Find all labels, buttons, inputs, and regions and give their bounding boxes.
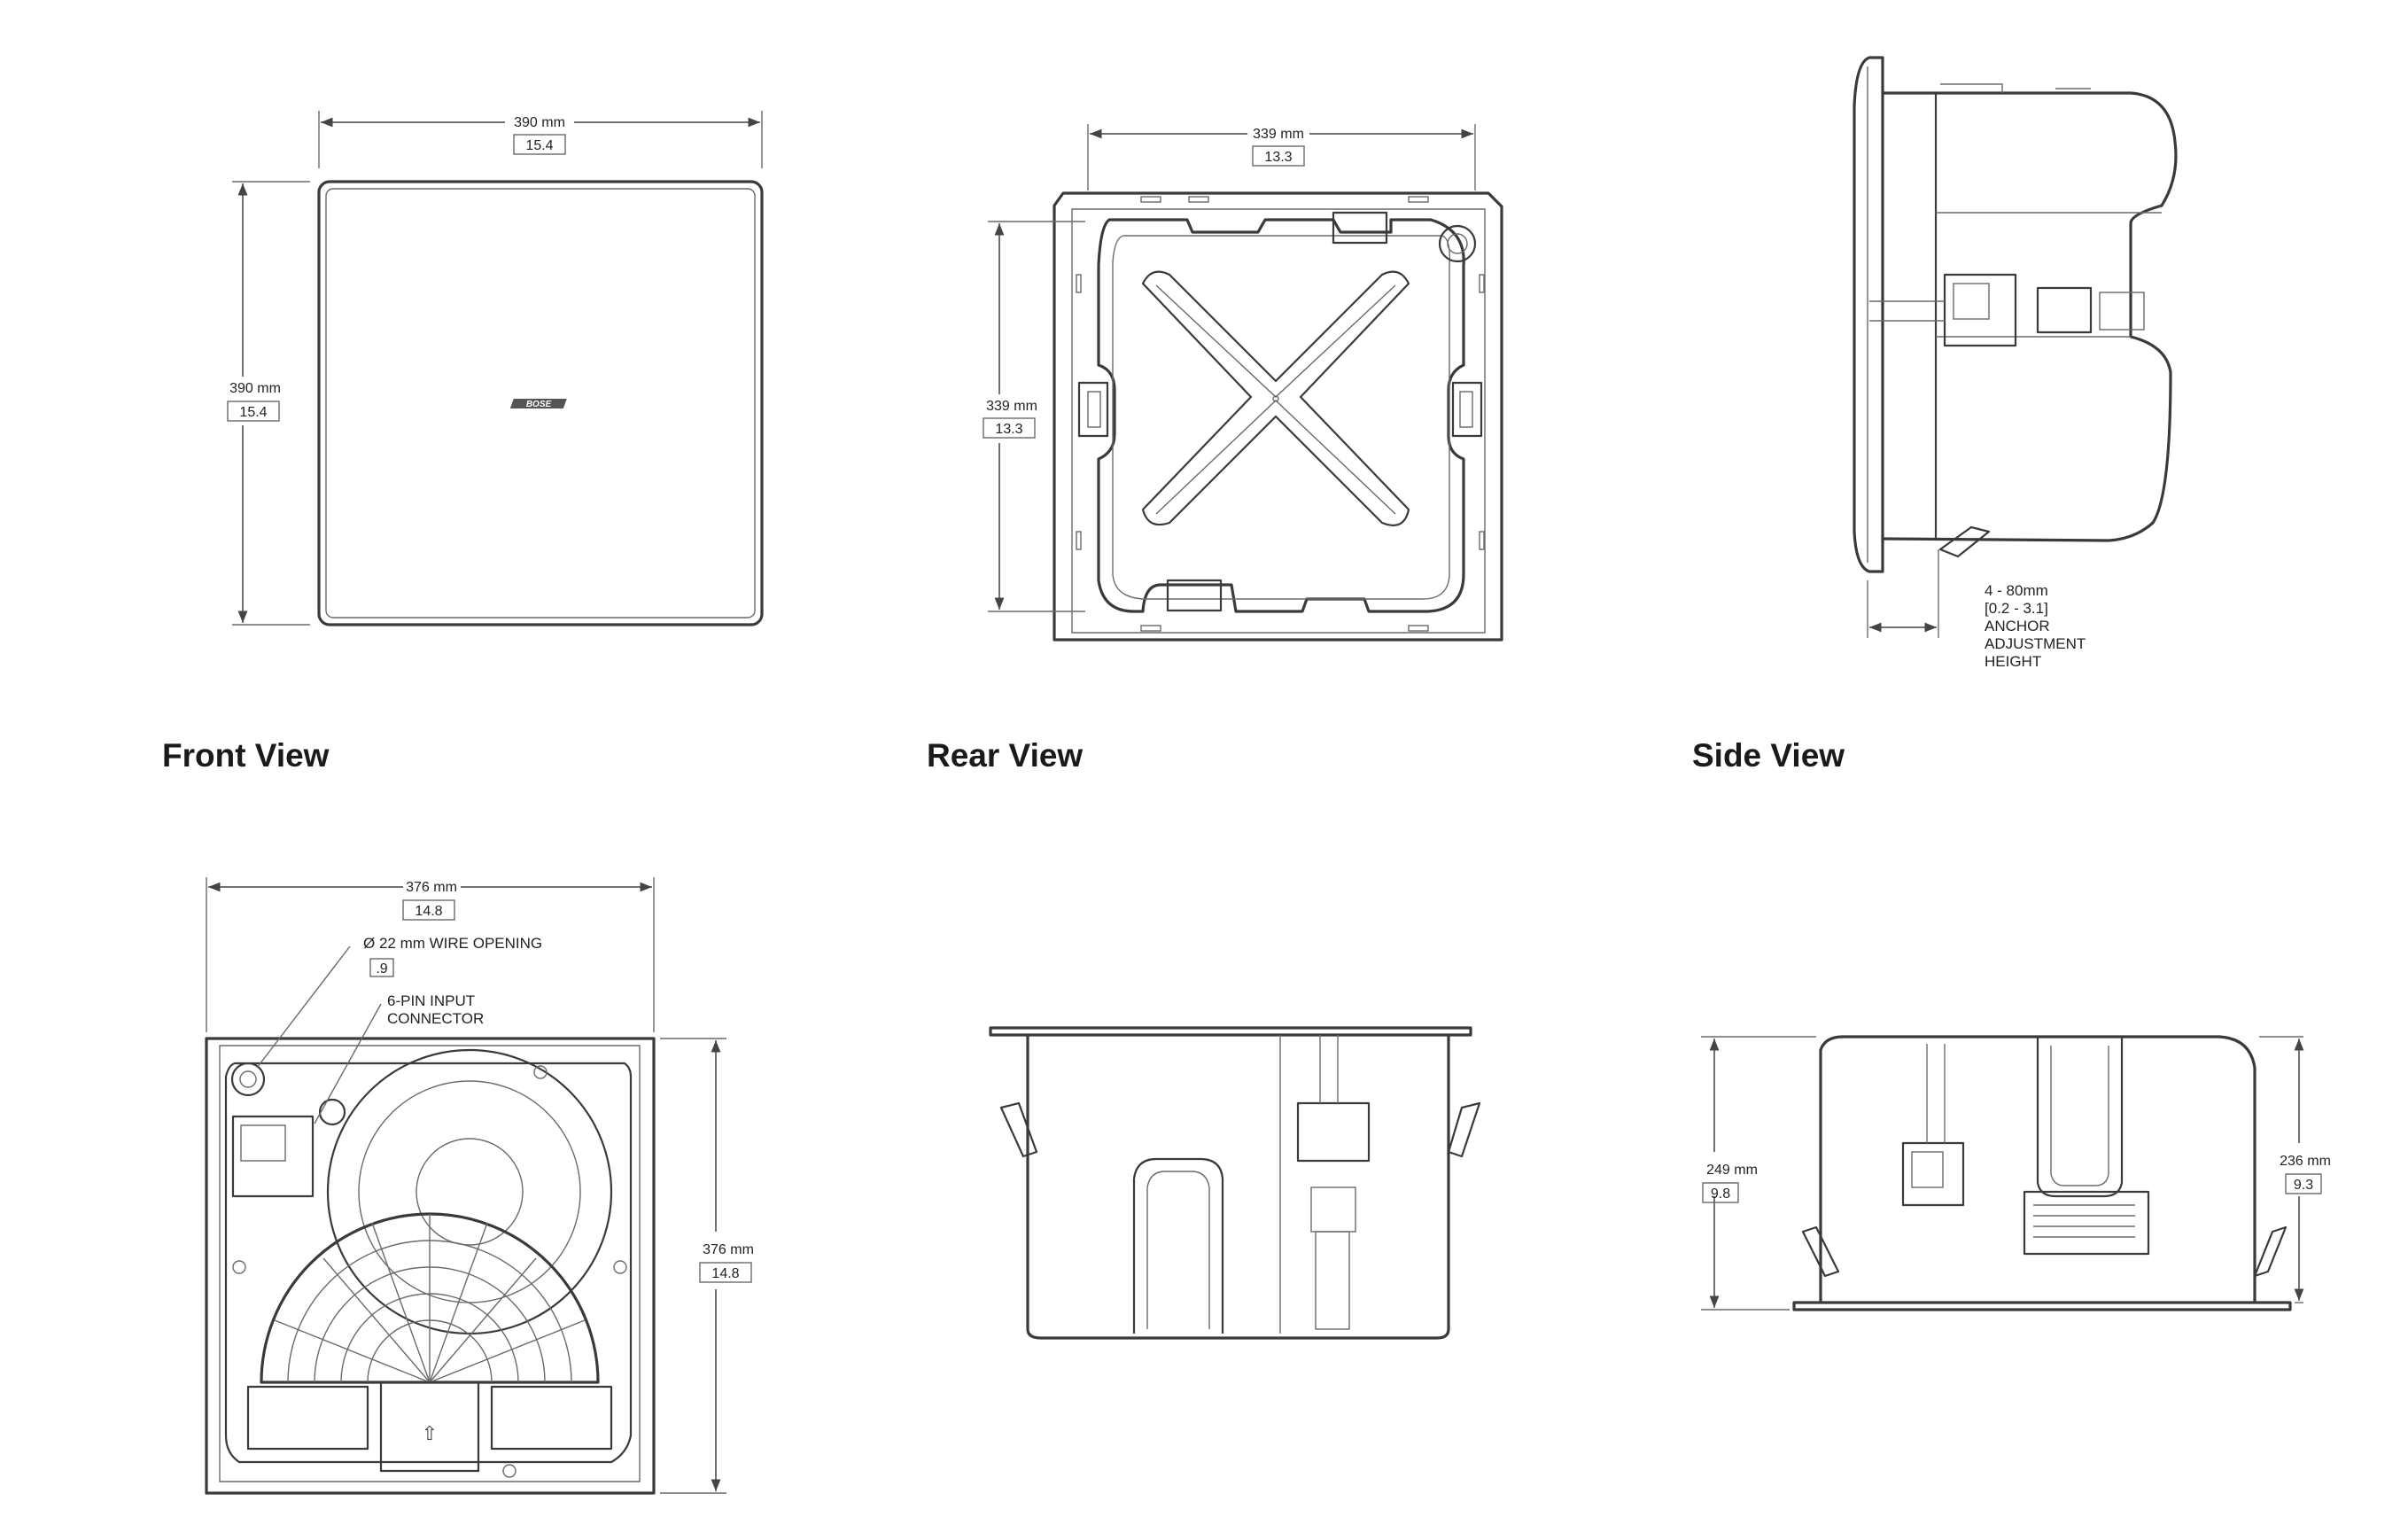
side-view-drawing: 4 - 80mm [0.2 - 3.1] ANCHOR ADJUSTMENT H…: [1853, 56, 2178, 670]
rear-view-drawing: 339 mm 13.3 339 mm 13.3: [983, 124, 1503, 642]
rear-height-in: 13.3: [995, 422, 1022, 437]
logo-text: BOSE: [526, 400, 552, 409]
rear-width-in: 13.3: [1264, 150, 1292, 165]
bottom-height-mm: 376 mm: [703, 1242, 754, 1257]
anchor-in: [0.2 - 3.1]: [1985, 600, 2048, 617]
front-view-title: Front View: [162, 737, 330, 774]
side-view-title: Side View: [1692, 737, 1845, 774]
elev-right-height-mm: 236 mm: [2280, 1154, 2331, 1169]
front-width-mm: 390 mm: [514, 115, 565, 130]
bottom-width-mm: 376 mm: [406, 880, 457, 895]
rear-view-title: Rear View: [927, 737, 1084, 774]
elevation-view-2-drawing: 249 mm 9.8 236 mm 9.3: [1701, 1035, 2331, 1311]
bottom-view-drawing: ⇧ 376 mm 14.8 376 mm 14.8 Ø 22 mm WIRE O…: [205, 877, 754, 1495]
anchor-label-3: HEIGHT: [1985, 653, 2041, 670]
wire-opening-in: .9: [376, 961, 387, 976]
anchor-mm: 4 - 80mm: [1985, 582, 2048, 599]
svg-text:⇧: ⇧: [422, 1423, 438, 1445]
anchor-label-1: ANCHOR: [1985, 618, 2050, 634]
bottom-width-in: 14.8: [415, 904, 442, 919]
rear-height-mm: 339 mm: [986, 399, 1037, 414]
elev-left-height-in: 9.8: [1711, 1186, 1730, 1202]
elev-left-height-mm: 249 mm: [1706, 1163, 1758, 1178]
connector-note-2: CONNECTOR: [387, 1010, 484, 1027]
rear-width-mm: 339 mm: [1253, 127, 1304, 142]
anchor-label-2: ADJUSTMENT: [1985, 635, 2086, 652]
front-view-drawing: BOSE 390 mm 15.4 390 mm 15.4: [227, 111, 764, 626]
bose-logo: BOSE: [509, 399, 567, 409]
elev-right-height-in: 9.3: [2294, 1178, 2313, 1193]
front-width-in: 15.4: [525, 138, 553, 153]
connector-note-1: 6-PIN INPUT: [387, 992, 475, 1009]
wire-opening-note: Ø 22 mm WIRE OPENING: [363, 935, 542, 952]
elevation-view-drawing: [989, 1026, 1481, 1340]
front-height-mm: 390 mm: [229, 381, 281, 396]
bottom-height-in: 14.8: [711, 1266, 739, 1281]
front-height-in: 15.4: [239, 405, 267, 420]
